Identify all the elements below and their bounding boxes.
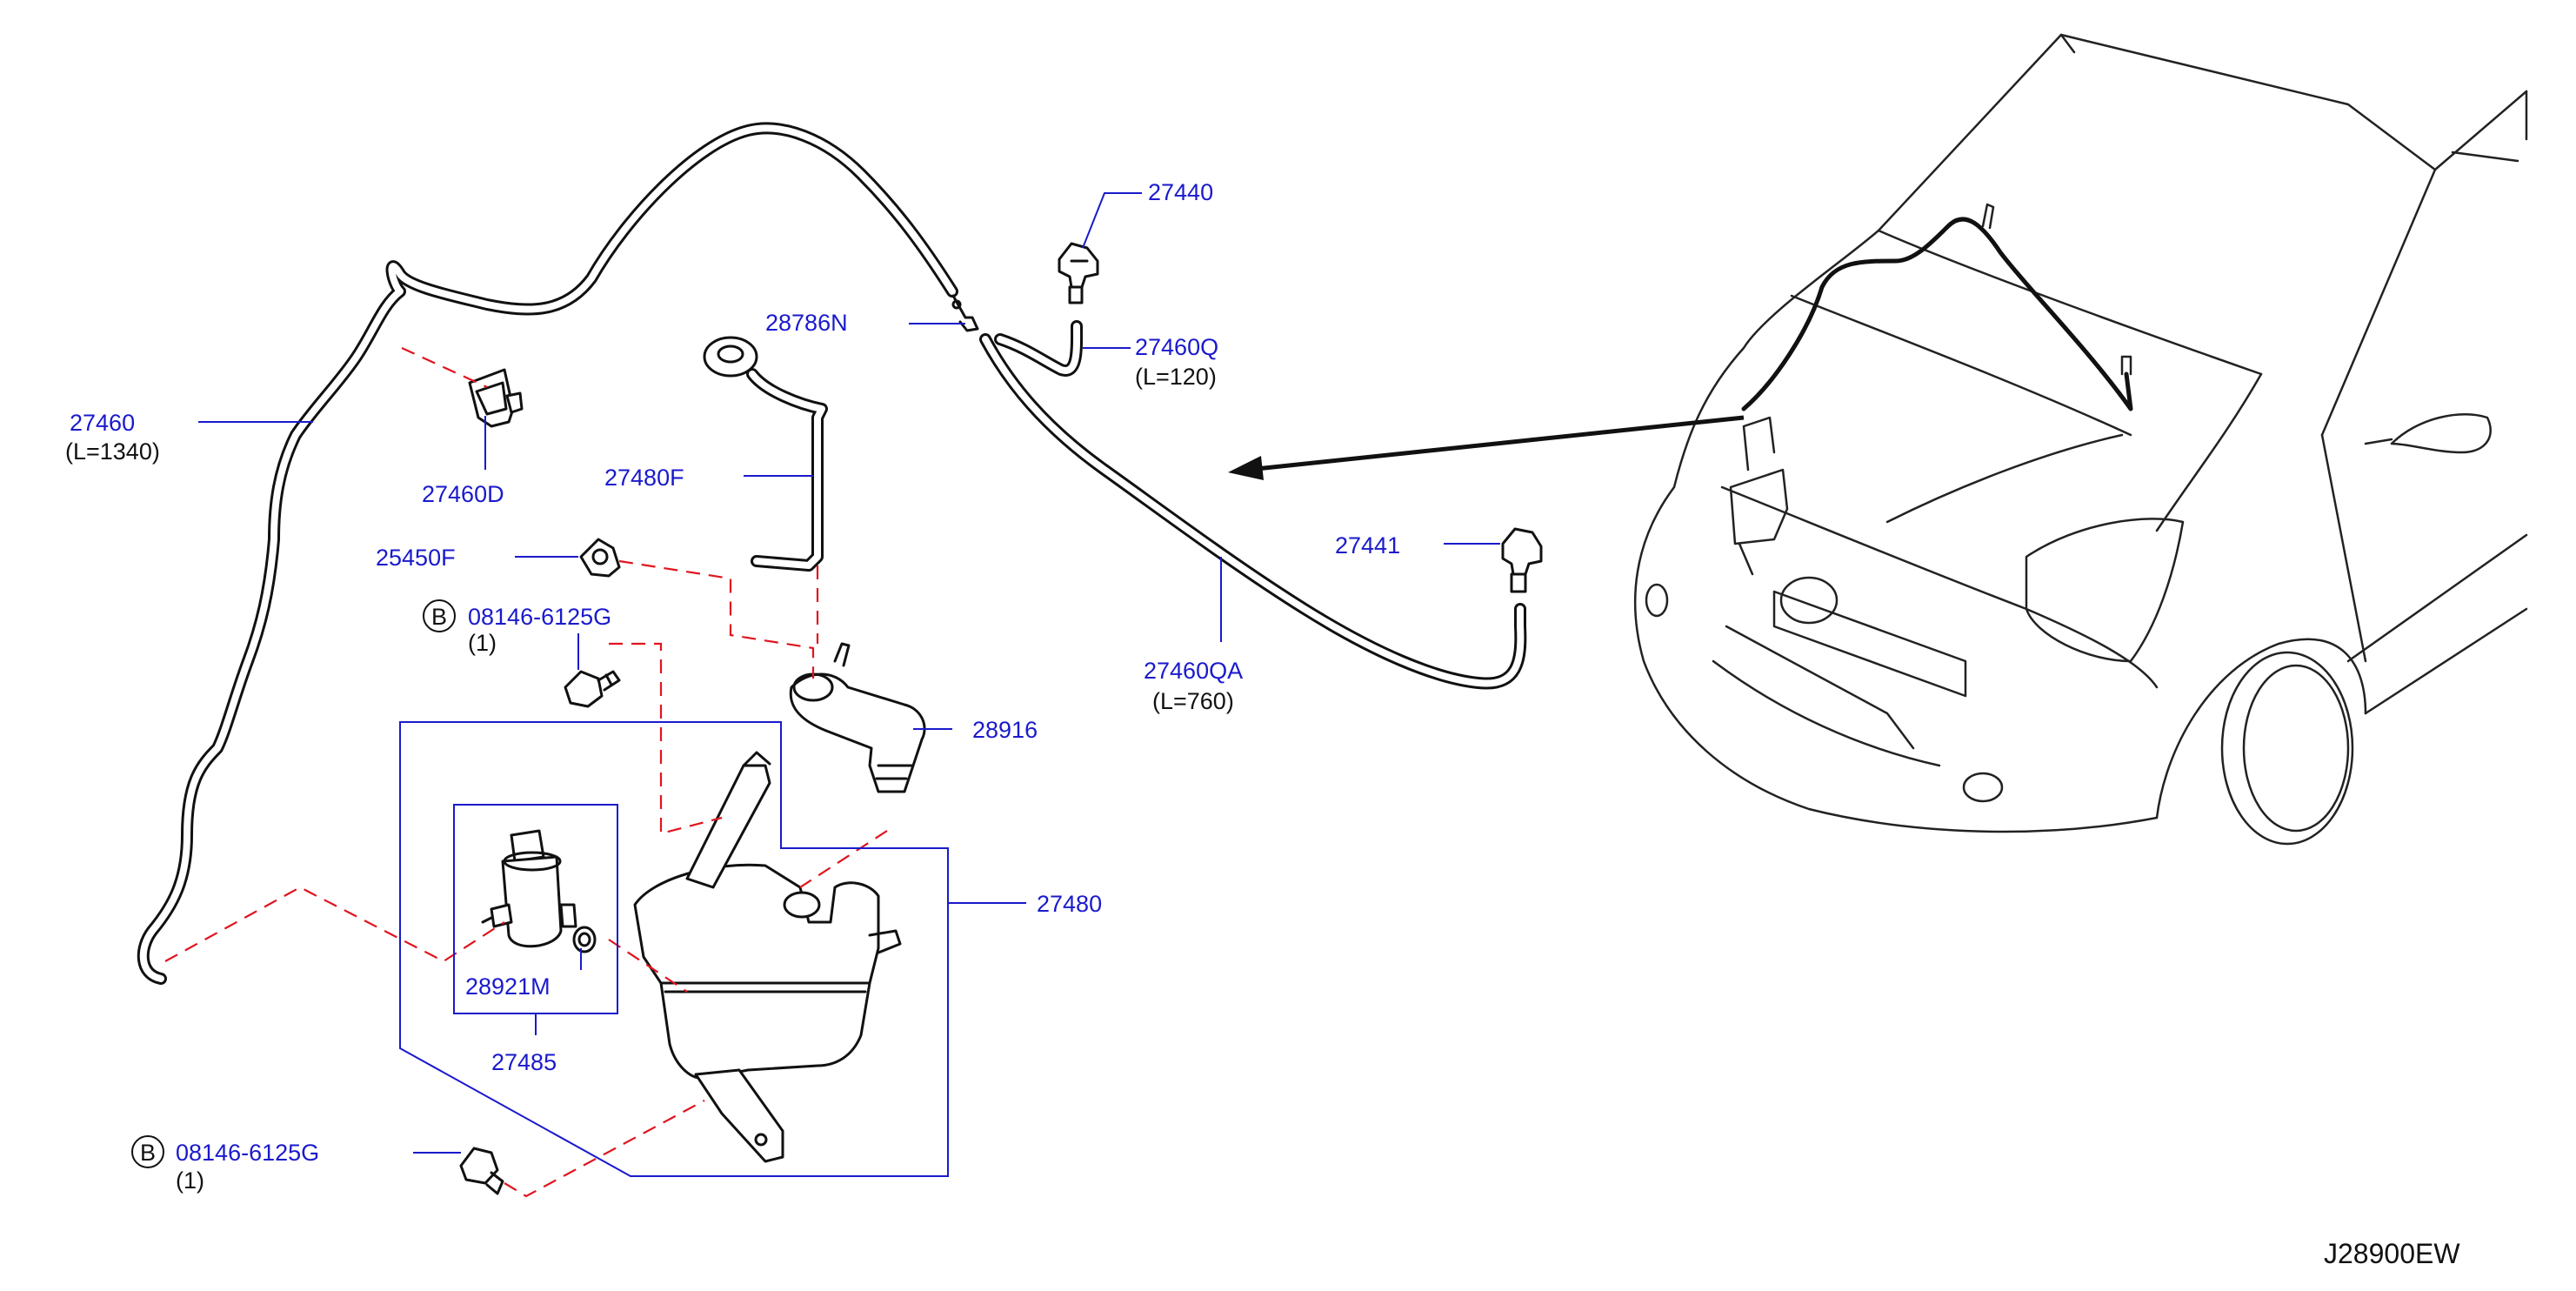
bolt-upper <box>564 670 621 708</box>
label-27460QA: 27460QA <box>1144 658 1243 684</box>
svg-text:B: B <box>431 604 447 630</box>
nozzle-27441 <box>1501 527 1543 593</box>
pointer-arrow <box>1228 415 1745 480</box>
length-27460Q: (L=120) <box>1135 364 1217 390</box>
label-27480: 27480 <box>1037 891 1102 917</box>
nozzle-27440 <box>1058 242 1099 304</box>
svg-text:B: B <box>140 1140 156 1166</box>
hose-27460 <box>137 122 958 985</box>
grommet-27485 <box>572 926 597 953</box>
label-27485: 27485 <box>491 1049 557 1075</box>
label-28921M: 28921M <box>465 973 551 1000</box>
label-08146-lower: 08146-6125G <box>176 1140 319 1166</box>
bolt-lower <box>459 1147 504 1195</box>
qty-08146-lower: (1) <box>176 1167 204 1194</box>
filler-tube-27480F <box>703 336 828 572</box>
inlet-28916 <box>789 642 926 793</box>
label-27460D: 27460D <box>422 481 504 507</box>
reservoir-27480 <box>633 751 902 1163</box>
label-25450F: 25450F <box>376 545 456 571</box>
connector-28786N <box>951 294 979 332</box>
assembly-lines <box>164 347 888 1198</box>
length-27460QA: (L=760) <box>1152 688 1234 714</box>
label-28916: 28916 <box>972 717 1038 743</box>
leader-lines <box>198 192 1500 1154</box>
length-27460: (L=1340) <box>65 438 160 465</box>
label-08146-upper: 08146-6125G <box>468 604 611 630</box>
label-27460Q: 27460Q <box>1135 334 1218 360</box>
qty-08146-upper: (1) <box>468 630 497 656</box>
hose-27460QA <box>979 333 1527 690</box>
label-27440: 27440 <box>1148 179 1213 205</box>
label-27460: 27460 <box>70 410 135 436</box>
label-28786N: 28786N <box>765 310 848 336</box>
label-27441: 27441 <box>1335 532 1400 559</box>
grommet-25450F <box>579 538 621 578</box>
bolt-symbol-upper: B <box>423 599 456 632</box>
bolt-symbol-lower: B <box>131 1135 164 1168</box>
vehicle-illustration <box>1633 33 2528 846</box>
clip-27460D <box>468 368 524 428</box>
pump-28921M <box>481 829 577 948</box>
label-27480F: 27480F <box>604 465 684 491</box>
hose-27460Q <box>994 320 1084 377</box>
diagram-reference-code: J28900EW <box>2324 1238 2460 1269</box>
